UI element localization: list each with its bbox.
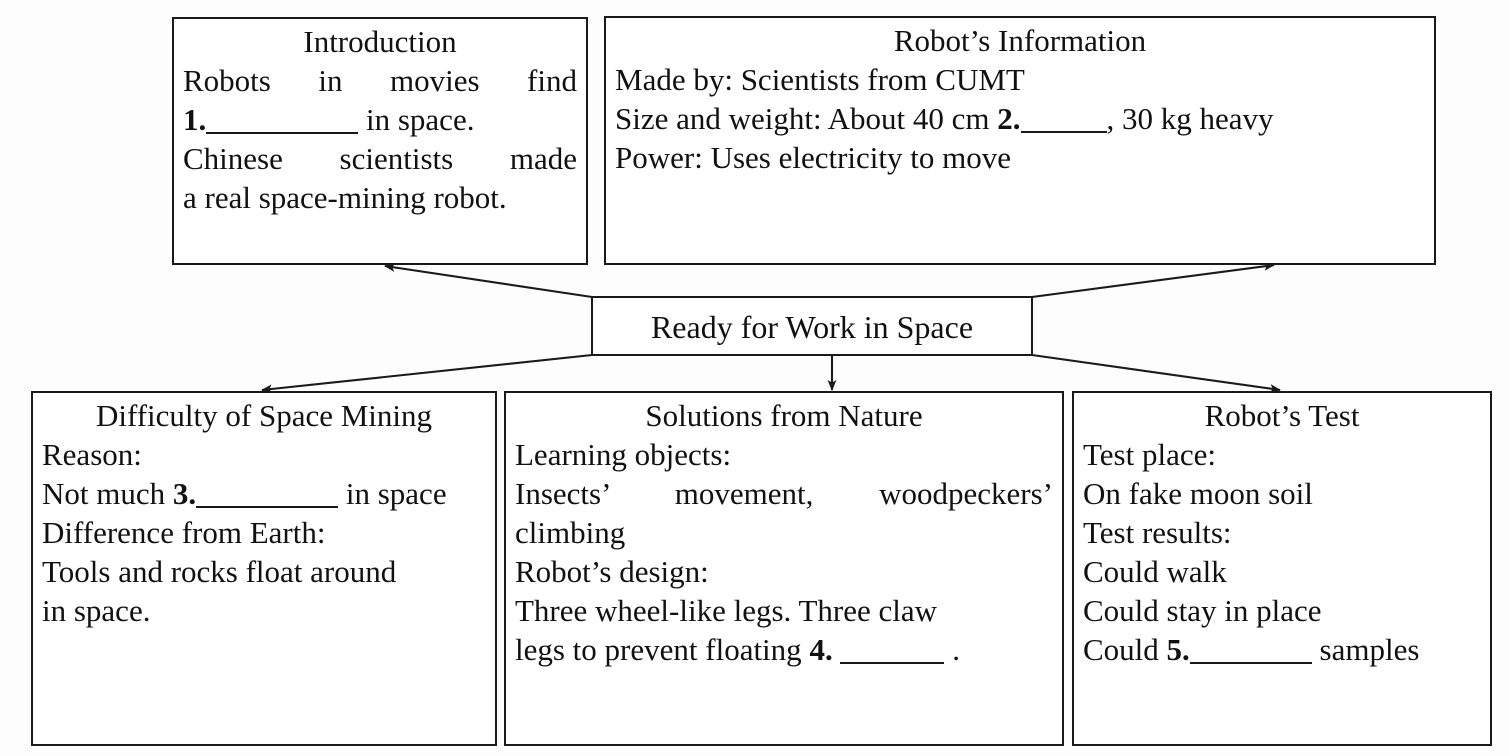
difficulty-difference-line-1: Tools and rocks float around	[42, 553, 397, 589]
introduction-title: Introduction	[303, 24, 457, 59]
answer-blank-3[interactable]	[196, 474, 339, 508]
robot-information-power: Power: Uses electricity to move	[615, 139, 1012, 175]
robot-test-title: Robot’s Test	[1204, 398, 1360, 433]
solutions-title: Solutions from Nature	[645, 398, 923, 433]
robot-test-result-2: Could stay in place	[1083, 593, 1322, 628]
center-node-title: Ready for Work in Space	[650, 309, 974, 345]
solutions-design-tail: .	[952, 632, 960, 668]
answer-blank-1[interactable]	[206, 100, 359, 134]
answer-blank-4[interactable]	[840, 630, 945, 664]
introduction-line-4: a real space-mining robot.	[183, 179, 507, 215]
difficulty-reason-prefix: Not much	[42, 475, 166, 511]
solutions-design-prefix: legs to prevent floating	[515, 632, 802, 668]
answer-blank-5[interactable]	[1189, 630, 1312, 664]
difficulty-difference-label: Difference from Earth:	[42, 514, 326, 550]
robot-information-made-by: Made by: Scientists from CUMT	[615, 61, 1025, 97]
box-introduction: Introduction Robots in movies find 1. in…	[172, 17, 588, 265]
blank-number-5: 5.	[1166, 632, 1190, 668]
robot-test-result-3-prefix: Could	[1083, 632, 1159, 668]
solutions-design-line-1: Three wheel-like legs. Three claw	[515, 593, 938, 628]
robot-test-result-1: Could walk	[1083, 553, 1227, 589]
introduction-line-1: Robots in movies find	[183, 62, 577, 98]
difficulty-reason-value: Not much 3. in space	[42, 474, 486, 513]
robot-information-title: Robot’s Information	[893, 23, 1147, 58]
box-center-node: Ready for Work in Space	[591, 296, 1033, 356]
solutions-design-line-2: legs to prevent floating 4. .	[515, 630, 1053, 669]
introduction-line-2: 1. in space.	[183, 100, 577, 139]
solutions-learning-label: Learning objects:	[515, 436, 732, 472]
difficulty-reason-label: Reason:	[42, 436, 142, 472]
arrow-center-to-difficulty	[261, 353, 593, 394]
arrow-center-to-robot-information	[1031, 261, 1275, 299]
box-robot-test: Robot’s Test Test place: On fake moon so…	[1072, 391, 1492, 746]
robot-test-place-value: On fake moon soil	[1083, 475, 1313, 511]
difficulty-reason-tail: in space	[345, 475, 447, 511]
introduction-line-3: Chinese scientists made	[183, 140, 577, 176]
blank-number-4: 4.	[809, 632, 833, 668]
solutions-learning-line-1: Insects’ movement, woodpeckers’	[515, 475, 1053, 511]
robot-information-size-weight: Size and weight: About 40 cm 2. , 30 kg h…	[615, 99, 1425, 138]
solutions-design-label: Robot’s design:	[515, 553, 709, 589]
blank-number-1: 1.	[183, 101, 207, 137]
arrow-center-to-introduction	[384, 263, 593, 299]
box-difficulty: Difficulty of Space Mining Reason: Not m…	[31, 391, 497, 746]
solutions-learning-line-2: climbing	[515, 514, 626, 550]
box-solutions: Solutions from Nature Learning objects: …	[504, 391, 1064, 746]
difficulty-difference-line-2: in space.	[42, 593, 151, 628]
blank-number-3: 3.	[172, 475, 197, 511]
arrow-center-to-robot-test	[1031, 353, 1281, 394]
size-weight-tail: , 30 kg heavy	[1106, 100, 1274, 136]
box-robot-information: Robot’s Information Made by: Scientists …	[604, 16, 1436, 265]
robot-test-results-label: Test results:	[1083, 514, 1232, 550]
blank-number-2: 2.	[997, 100, 1021, 136]
answer-blank-2[interactable]	[1020, 99, 1107, 133]
size-weight-prefix: Size and weight: About 40 cm	[615, 100, 990, 136]
robot-test-result-3-tail: samples	[1319, 632, 1420, 668]
introduction-line-2-tail: in space.	[366, 101, 475, 137]
robot-test-result-3: Could 5. samples	[1083, 630, 1481, 669]
robot-test-place-label: Test place:	[1083, 436, 1216, 472]
difficulty-title: Difficulty of Space Mining	[95, 398, 433, 433]
